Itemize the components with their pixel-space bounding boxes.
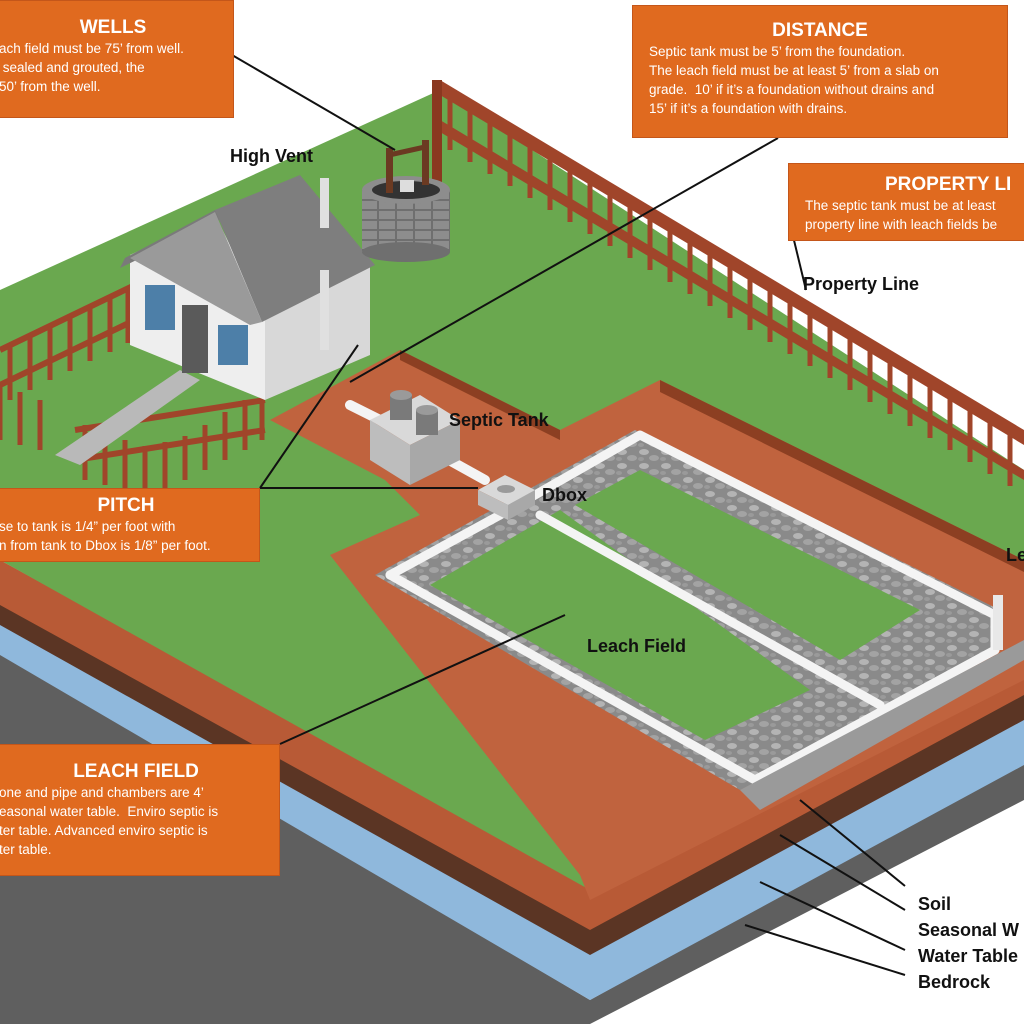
leach-field-callout-text: one and pipe and chambers are 4’ easonal…: [0, 785, 219, 857]
left-fence: [0, 282, 137, 400]
distribution-box: [478, 475, 535, 520]
seasonal-water-layer-left: [0, 600, 590, 955]
pitch-callout-title: PITCH: [97, 495, 155, 516]
septic-tank-label: Septic Tank: [449, 410, 549, 430]
ground-layers: [0, 560, 1024, 1024]
bedrock-label: Bedrock: [918, 972, 991, 992]
leach-field-grass-b: [575, 470, 920, 660]
septic-tank: [370, 390, 460, 485]
wells-callout-text: ach field must be 75’ from well. sealed …: [0, 41, 184, 94]
soil-label: Soil: [918, 894, 952, 914]
garden-path: [55, 370, 200, 465]
seasonal-water-label: Seasonal W: [918, 920, 1020, 940]
house: [120, 175, 375, 400]
seasonal-water-layer-right: [590, 690, 1024, 955]
pit-wall-shadow: [400, 350, 560, 440]
wells-callout-title: WELLS: [79, 17, 147, 38]
water-table-layer-right: [590, 715, 1024, 1000]
distance-callout-text: Septic tank must be 5’ from the foundati…: [649, 44, 939, 116]
dbox-label: Dbox: [542, 485, 587, 505]
leader-lines: [231, 54, 906, 976]
property-line-label: Property Line: [803, 274, 920, 294]
leach-field-grass-a: [430, 510, 810, 740]
back-fence-pickets: [447, 95, 1013, 486]
fence-post-corner: [432, 80, 442, 195]
cut-off-label: Le: [1006, 545, 1024, 565]
pit-wall-shadow-right: [660, 380, 1024, 572]
distance-callout: DISTANCE Septic tank must be 5’ from the…: [632, 5, 1008, 138]
pipe-trench-cap: [740, 640, 1024, 810]
leach-field-callout-title: LEACH FIELD: [73, 761, 199, 782]
water-table-layer-left: [0, 620, 590, 1000]
well: [362, 140, 450, 262]
property-line-callout-text: The septic tank must be at least propert…: [805, 198, 998, 232]
bedrock-layer-right: [590, 760, 1024, 1024]
front-garden-fence: [0, 385, 266, 495]
bedrock-layer-left: [0, 650, 590, 1024]
pitch-callout-text: se to tank is 1/4” per foot with n from …: [0, 519, 211, 553]
leach-field-label: Leach Field: [587, 636, 687, 656]
wells-callout: WELLS ach field must be 75’ from well. s…: [0, 0, 234, 118]
pitch-callout: PITCH se to tank is 1/4” per foot with n…: [0, 488, 260, 562]
soil-layer-left: [0, 560, 590, 930]
leach-field-callout: LEACH FIELD one and pipe and chambers ar…: [0, 744, 280, 876]
property-line-callout-title: PROPERTY LI: [885, 174, 1012, 195]
property-line-callout: PROPERTY LI The septic tank must be at l…: [788, 163, 1024, 241]
distance-callout-title: DISTANCE: [772, 20, 868, 41]
water-table-label: Water Table: [918, 946, 1019, 966]
high-vent-label: High Vent: [230, 146, 314, 166]
